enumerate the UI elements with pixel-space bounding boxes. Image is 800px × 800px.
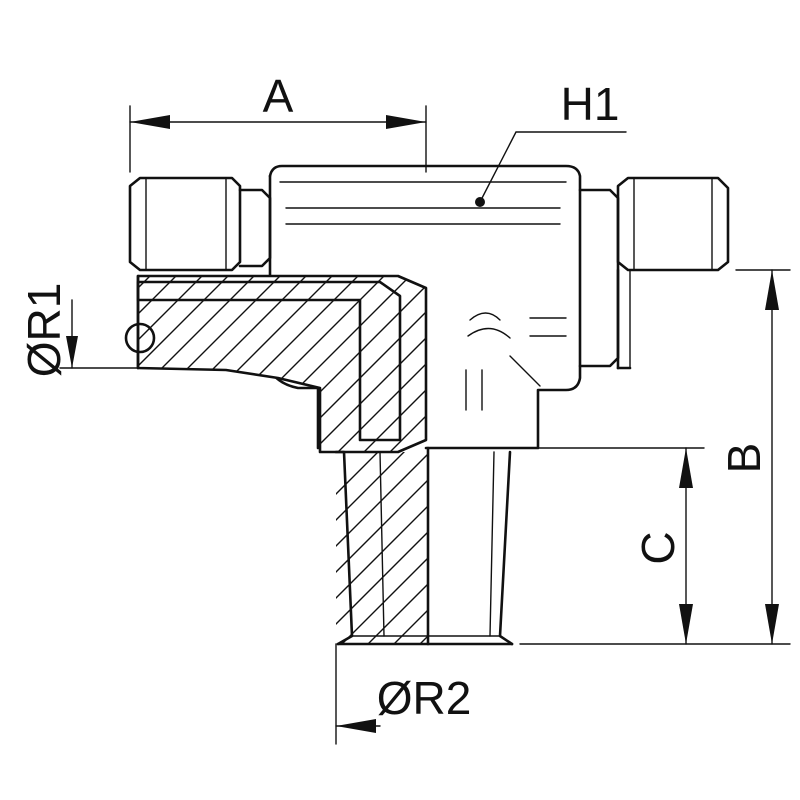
dimension-b: B <box>519 269 791 645</box>
hatch-line <box>381 276 426 452</box>
hatch-line <box>138 276 209 452</box>
dimension-a-label: A <box>263 70 294 122</box>
dimension-r1: ØR1 <box>18 283 141 378</box>
hatch-line <box>393 609 428 644</box>
dimension-r2: ØR2 <box>335 643 472 745</box>
section-cut <box>124 274 428 454</box>
hatch-line <box>407 276 426 452</box>
hatch-line <box>336 479 428 573</box>
hatch-line <box>367 583 428 644</box>
dimension-b-label: B <box>718 443 770 474</box>
hatch-line <box>138 276 183 452</box>
hatch-line <box>355 276 426 452</box>
h1-label: H1 <box>561 78 620 130</box>
hatch-line <box>336 531 428 625</box>
hatch-line <box>329 276 426 452</box>
dimension-r2-label: ØR2 <box>377 672 472 724</box>
lower-stem <box>334 446 514 646</box>
left-thread-end <box>128 176 272 272</box>
hatch-line <box>336 452 405 521</box>
dimension-c-label: C <box>632 531 684 564</box>
hatch-line <box>336 453 428 547</box>
internal-detail <box>465 312 567 411</box>
hatch-line <box>138 276 261 452</box>
hatch-line <box>336 505 428 599</box>
dimension-a: A <box>129 70 427 173</box>
hatch-line <box>419 635 428 644</box>
dimension-r1-label: ØR1 <box>18 283 70 378</box>
right-thread-end <box>578 176 730 370</box>
hatch-line <box>336 452 379 495</box>
dimension-c: C <box>519 447 705 645</box>
hatch-line <box>138 276 287 452</box>
hatch-line <box>341 557 428 644</box>
h1-leader: H1 <box>475 78 627 207</box>
